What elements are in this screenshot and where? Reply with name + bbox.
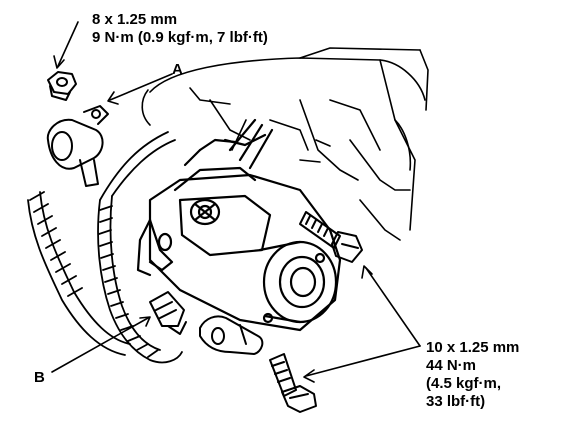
engine-block-outline bbox=[141, 47, 429, 241]
connector-b bbox=[149, 291, 187, 335]
bottom-bolt-torque-lbf: 33 lbf·ft) bbox=[426, 393, 486, 410]
wiring-harness bbox=[27, 131, 183, 364]
bottom-bolt-torque-nm: 44 N·m bbox=[426, 357, 477, 374]
nut-icon bbox=[47, 71, 77, 101]
leader-arrow bbox=[51, 21, 421, 383]
bolt-icon bbox=[269, 353, 317, 413]
bolt-icon bbox=[299, 211, 363, 263]
mounting-bracket bbox=[199, 315, 264, 355]
cable-terminal bbox=[46, 105, 109, 187]
top-bolt-torque: 9 N·m (0.9 kgf·m, 7 lbf·ft) bbox=[92, 29, 268, 46]
bottom-bolt-torque-kgf: (4.5 kgf·m, bbox=[426, 375, 502, 392]
starter-motor-body bbox=[136, 118, 342, 332]
label-a: A bbox=[172, 61, 183, 78]
label-b: B bbox=[34, 369, 45, 386]
bottom-bolt-size: 10 x 1.25 mm bbox=[426, 339, 520, 356]
top-bolt-size: 8 x 1.25 mm bbox=[92, 11, 178, 28]
